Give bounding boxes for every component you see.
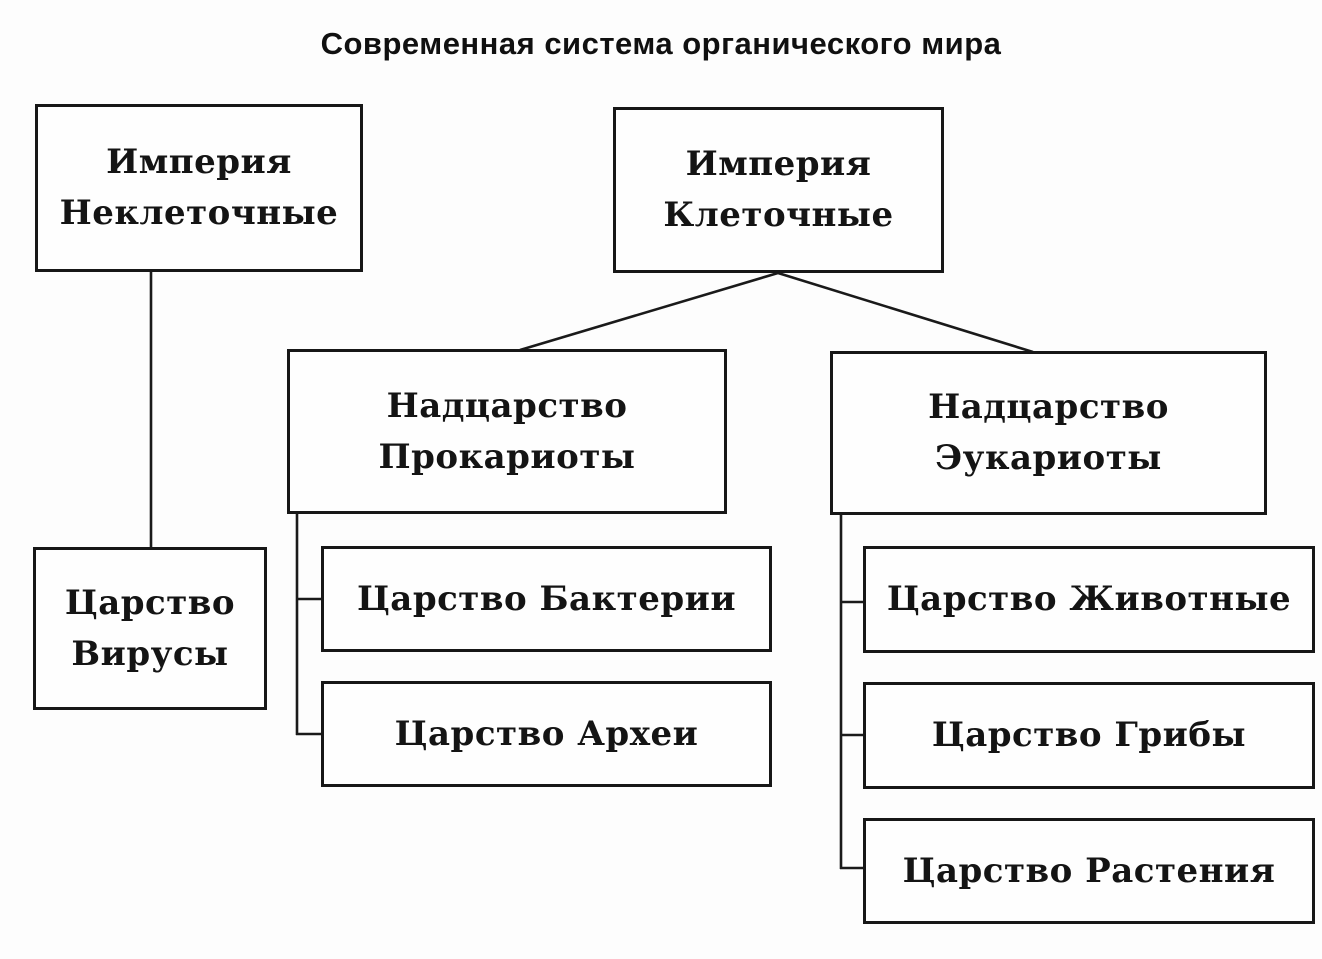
node-label-line: Эукариоты (935, 438, 1162, 478)
node-empire-noncellular: Империя Неклеточные (35, 104, 363, 272)
node-label-line: Царство Животные (886, 579, 1292, 619)
node-label-line: Царство (64, 582, 236, 623)
node-label-line: Империя (685, 144, 872, 184)
connector-cellular-to-eukaryotes (777, 271, 1034, 354)
node-label-line: Царство Грибы (931, 715, 1247, 755)
node-label-line: Царство Бактерии (356, 578, 737, 619)
node-kingdom-plants: Царство Растения (863, 818, 1315, 924)
node-label-line: Надцарство (386, 385, 628, 426)
node-kingdom-animals: Царство Животные (863, 546, 1315, 653)
node-empire-cellular: Империя Клеточные (613, 107, 944, 273)
diagram-title: Современная система органического мира (320, 26, 1002, 61)
node-label-line: Царство Археи (394, 713, 699, 754)
node-superkingdom-eukaryotes: Надцарство Эукариоты (830, 351, 1267, 515)
node-kingdom-bacteria: Царство Бактерии (321, 546, 772, 652)
node-label-line: Империя (106, 142, 292, 182)
node-label-line: Вирусы (71, 633, 229, 674)
node-label-line: Прокариоты (378, 436, 636, 477)
node-kingdom-viruses: Царство Вирусы (33, 547, 267, 710)
node-label-line: Царство Растения (902, 850, 1276, 891)
node-label-line: Неклеточные (59, 193, 339, 233)
node-label-line: Надцарство (928, 387, 1169, 427)
node-label-line: Клеточные (663, 195, 894, 235)
node-kingdom-archaea: Царство Археи (321, 681, 772, 787)
node-superkingdom-prokaryotes: Надцарство Прокариоты (287, 349, 727, 514)
connector-cellular-to-prokaryotes (519, 271, 779, 352)
node-kingdom-fungi: Царство Грибы (863, 682, 1315, 789)
